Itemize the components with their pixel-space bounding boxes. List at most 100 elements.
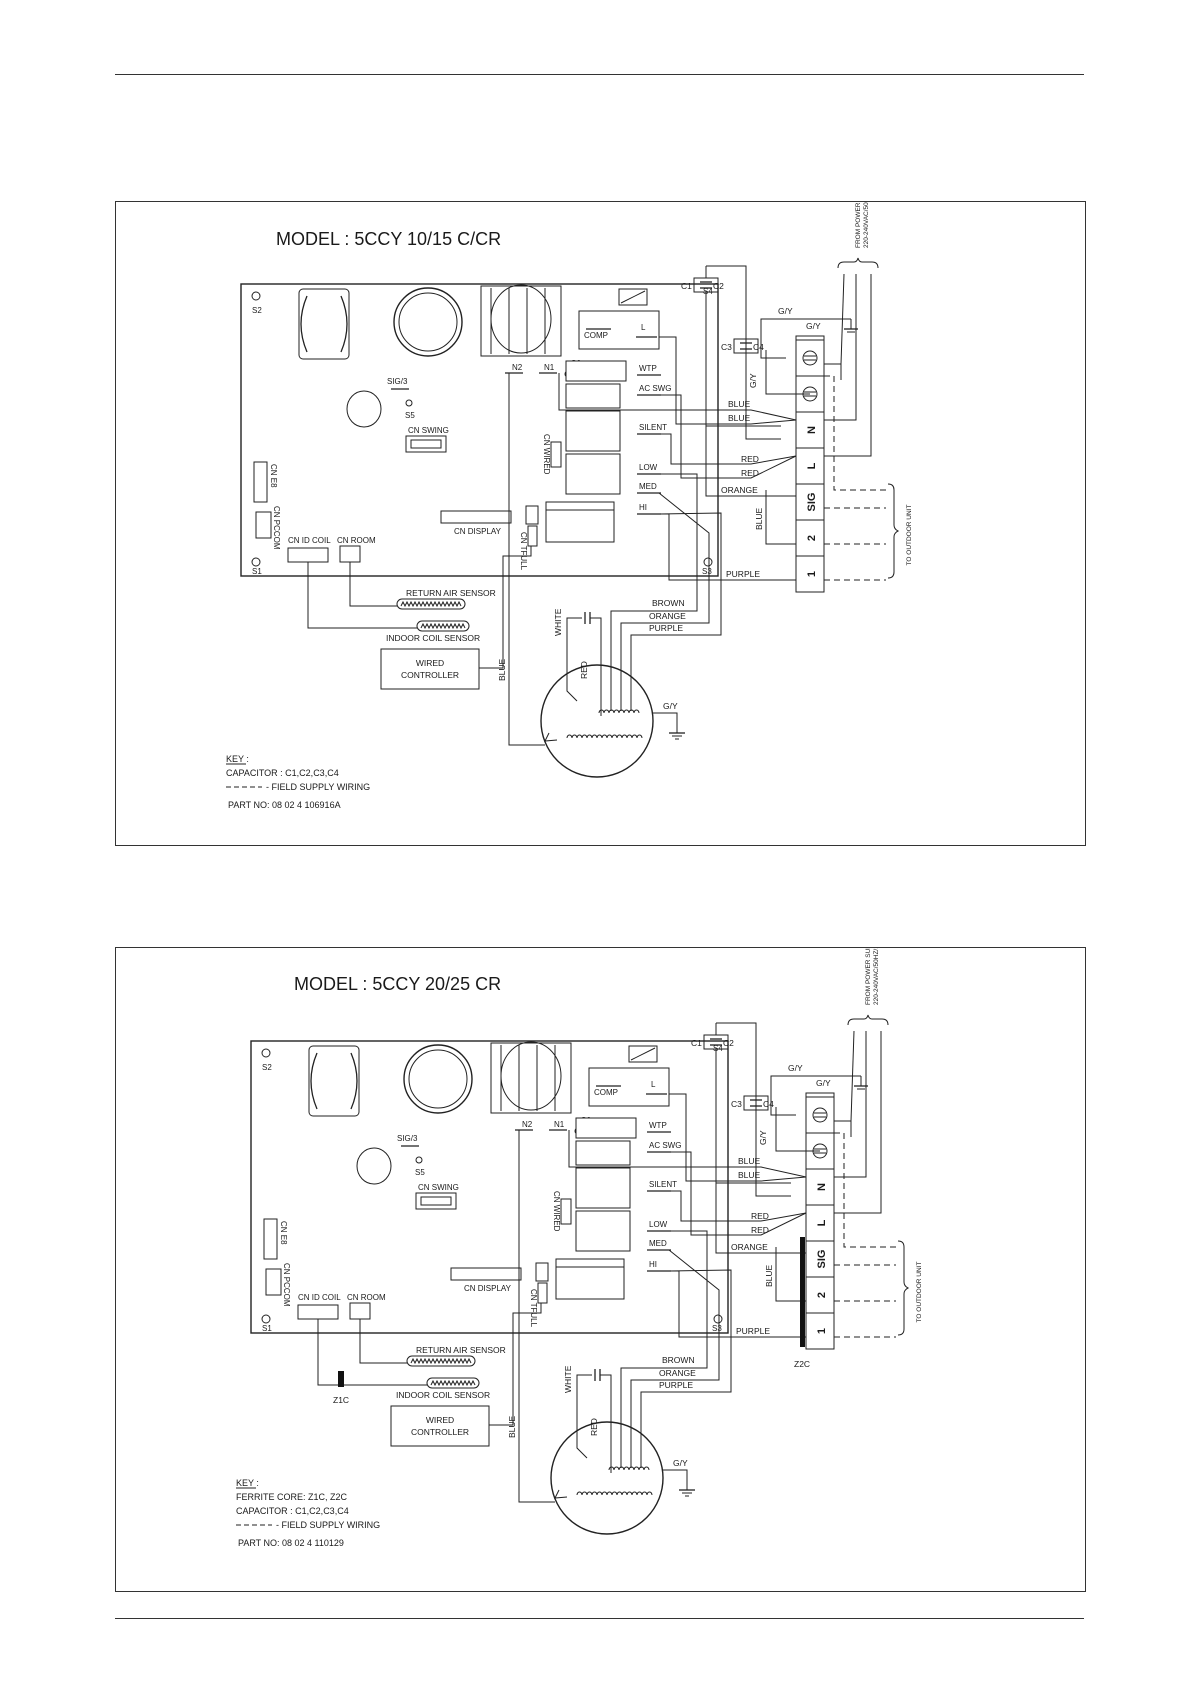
- red-l-wire-2: [659, 394, 797, 479]
- relay-3: [565, 453, 621, 495]
- relay-1: [565, 383, 621, 409]
- coil-sensor-wire: [307, 562, 417, 629]
- blue-n1-wire: [558, 373, 797, 421]
- relay-4: [545, 501, 615, 543]
- label-gy-3: G/Y: [748, 373, 758, 388]
- field-wire-earth: [824, 375, 886, 491]
- label-c3: C3: [721, 342, 732, 352]
- label-s5: S5: [415, 1168, 425, 1177]
- transformer-core: [300, 295, 348, 353]
- ferrite-core-z1c: [338, 1371, 344, 1387]
- label-l: L: [651, 1080, 656, 1089]
- label-c1: C1: [691, 1038, 702, 1048]
- label-cn-wired: CN WIRED: [542, 434, 551, 475]
- label-wired: WIRED: [426, 1415, 454, 1425]
- diagram-title: MODEL : 5CCY 20/25 CR: [294, 974, 501, 994]
- wired-controller: [390, 1405, 490, 1447]
- s3-hole: [703, 557, 713, 567]
- motor-start-coil: [576, 1491, 653, 1496]
- s5-hole: [405, 399, 413, 407]
- label-to-outdoor: TO OUTDOOR UNIT: [916, 1262, 923, 1323]
- label-purple-1: PURPLE: [736, 1326, 770, 1336]
- label-orange-motor: ORANGE: [659, 1368, 696, 1378]
- label-cn-display: CN DISPLAY: [454, 527, 502, 536]
- label-ac_swg: AC SWG: [649, 1141, 681, 1150]
- label-n2: N2: [522, 1120, 533, 1129]
- label-hi: HI: [649, 1260, 657, 1269]
- label-cn-tfull: CN TFULL: [519, 532, 528, 571]
- label-n1: N1: [554, 1120, 565, 1129]
- power-relay-block: [490, 1042, 572, 1114]
- power-relay-block: [480, 285, 562, 357]
- label-blue-1: BLUE: [738, 1156, 761, 1166]
- cn-tfull-connector: [527, 525, 538, 547]
- red-l-wire-1: [669, 1190, 807, 1222]
- outdoor-brace: [887, 483, 900, 579]
- key-part-number: PART NO: 08 02 4 106916A: [228, 800, 341, 810]
- label-purple-motor: PURPLE: [649, 623, 683, 633]
- label-blue-2: BLUE: [738, 1170, 761, 1180]
- key-capacitor: CAPACITOR : C1,C2,C3,C4: [236, 1506, 349, 1516]
- label-cn-id-coil: CN ID COIL: [298, 1293, 341, 1302]
- label-silent: SILENT: [639, 423, 667, 432]
- motor-run-coil: [598, 709, 640, 714]
- key-field-wiring: - FIELD SUPPLY WIRING: [266, 782, 370, 792]
- cap-wire-left: [576, 1374, 592, 1400]
- cn-display-connector: [440, 510, 512, 524]
- diagram-title: MODEL : 5CCY 10/15 C/CR: [276, 229, 501, 249]
- fuse-round: [346, 390, 382, 428]
- transformer: [298, 288, 350, 360]
- label-orange-sig: ORANGE: [731, 1242, 768, 1252]
- relay-3: [575, 1210, 631, 1252]
- relay-4-inner: [555, 1266, 625, 1300]
- large-capacitor-inner: [408, 1049, 468, 1109]
- terminal-label-1: 1: [816, 1328, 828, 1334]
- white-wire: [576, 1400, 588, 1459]
- wired-controller-wire: [489, 1303, 542, 1426]
- wired-controller-wire: [479, 546, 532, 669]
- label-red-motor: RED: [579, 661, 589, 679]
- cn-swing-connector: [405, 435, 447, 453]
- label-from-supply: FROM POWER SUPPLY: [865, 948, 872, 1005]
- motor-run-coil: [608, 1466, 650, 1471]
- supply-brace: [847, 1014, 889, 1026]
- bottom-rule: [115, 1618, 1084, 1619]
- relay-4: [555, 1258, 625, 1300]
- room-sensor-wire: [359, 1319, 407, 1364]
- c4-wire: [755, 1110, 791, 1197]
- label-indoor-coil-sensor: INDOOR COIL SENSOR: [396, 1390, 490, 1400]
- cn-id-coil-connector: [287, 547, 329, 563]
- supply-n: [834, 1031, 867, 1178]
- brown-wire-up: [659, 473, 698, 525]
- terminal-cell-earth1: [795, 339, 825, 377]
- label-return-air-sensor: RETURN AIR SENSOR: [416, 1345, 506, 1355]
- supply-earth: [834, 1120, 852, 1137]
- label-gy-1: G/Y: [778, 306, 793, 316]
- red-l-wire-1: [659, 433, 797, 465]
- c1-wire: [706, 265, 747, 379]
- label-red-2: RED: [741, 468, 759, 478]
- supply-ge: [850, 1030, 855, 1122]
- label-white: WHITE: [563, 1365, 573, 1393]
- label-gy-motor: G/Y: [673, 1458, 688, 1468]
- cap-wire-right: [590, 617, 602, 711]
- terminal-label-n: N: [806, 426, 818, 434]
- relay-coil: [490, 284, 552, 354]
- cn-tfull-cap: [525, 505, 539, 525]
- label-s2: S2: [262, 1063, 272, 1072]
- label-wtp: WTP: [639, 364, 657, 373]
- comp-relay: [588, 1067, 670, 1107]
- blue-n-wire: [669, 1093, 807, 1182]
- cn-wired-connector: [550, 441, 562, 468]
- blue-n1-wire: [568, 1130, 807, 1178]
- supply-brace: [837, 257, 879, 269]
- large-capacitor-inner: [398, 292, 458, 352]
- relay-coil: [500, 1041, 562, 1111]
- terminal-label-2: 2: [816, 1292, 828, 1298]
- return-air-sensor-body: [406, 1355, 476, 1367]
- cn-id-coil-connector: [297, 1304, 339, 1320]
- label-red-1: RED: [741, 454, 759, 464]
- cn-display-connector: [450, 1267, 522, 1281]
